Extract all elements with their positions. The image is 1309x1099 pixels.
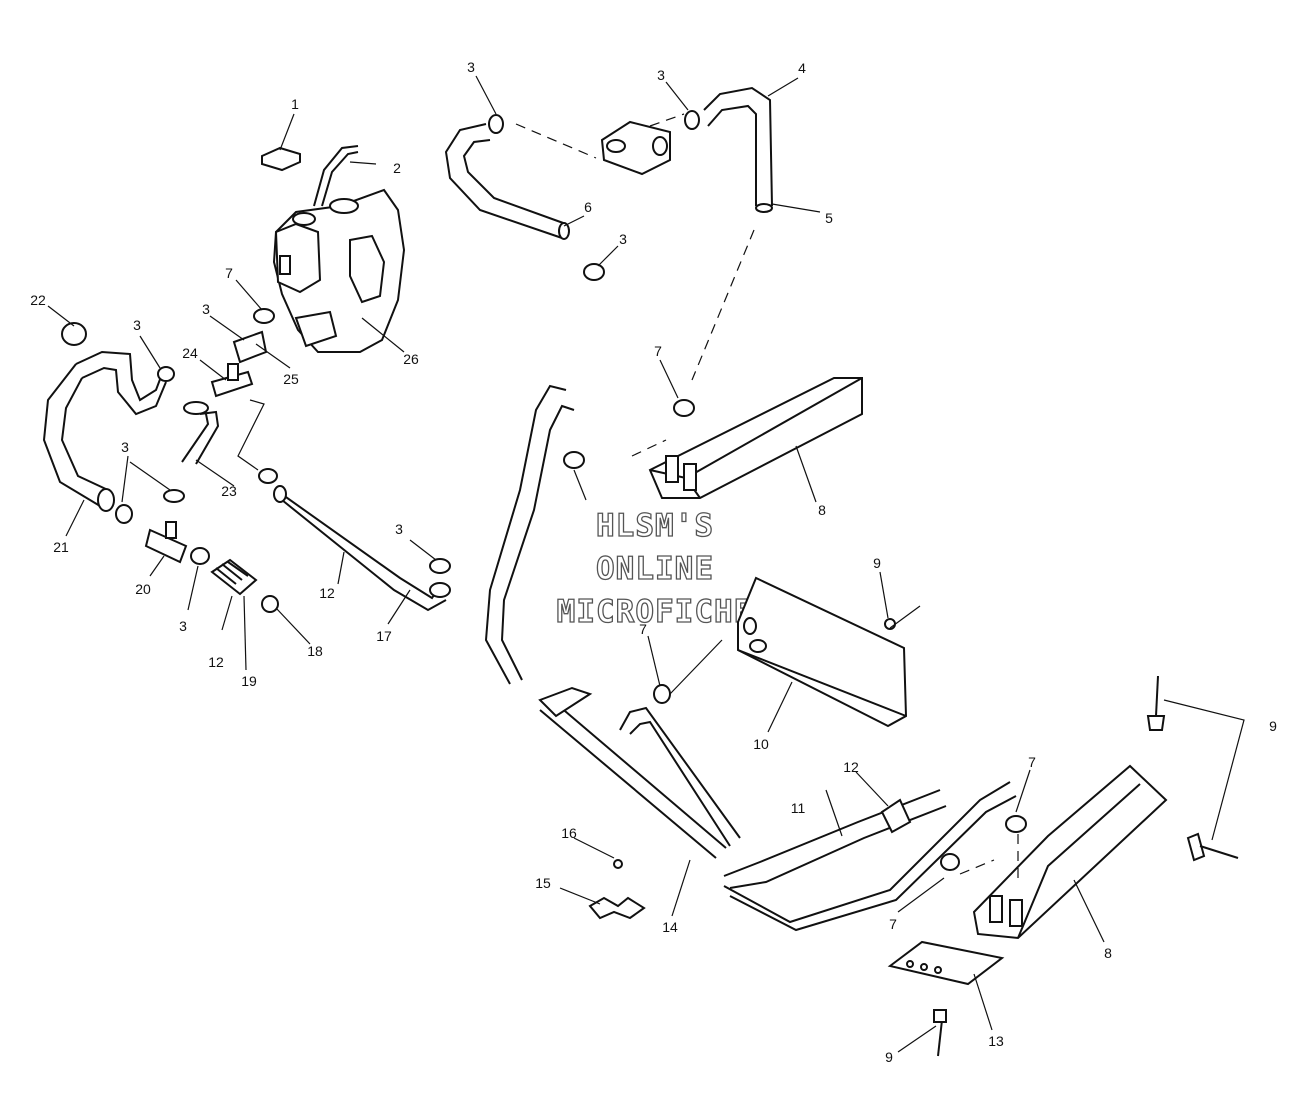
- upper-left-hose: [444, 123, 570, 240]
- callout-4: 4: [798, 60, 806, 76]
- watermark-line-1: HLSM'S: [596, 508, 714, 544]
- watermark-line-2: ONLINE: [596, 551, 714, 587]
- callout-labels: 1 2 3 3 4 5 6 3 7 26 22 3 3 24 25 3 23 2…: [30, 59, 1277, 1065]
- callout-3: 3: [202, 301, 210, 317]
- callout-3: 3: [133, 317, 141, 333]
- watermark-line-3: MICROFICHE: [557, 594, 754, 630]
- callout-3: 3: [395, 521, 403, 537]
- callout-25: 25: [283, 371, 299, 387]
- reservoir-outlet-hose: [181, 401, 220, 465]
- crossover-tube: [538, 686, 727, 859]
- long-coolant-hose: [484, 384, 575, 685]
- callout-7: 7: [225, 265, 233, 281]
- mounting-plate: [887, 940, 1005, 986]
- coolant-reservoir: [272, 188, 406, 353]
- tee-fitting: [210, 363, 254, 398]
- callout-7: 7: [1028, 754, 1036, 770]
- watermark: HLSM'S ONLINE MICROFICHE: [556, 507, 754, 630]
- callout-3: 3: [657, 67, 665, 83]
- callout-9: 9: [873, 555, 881, 571]
- hose-clamp: [429, 558, 451, 574]
- callout-16: 16: [561, 825, 577, 841]
- callout-7: 7: [639, 621, 647, 637]
- leader-lines: [47, 75, 1245, 1053]
- hose-clamp: [653, 684, 671, 704]
- callout-11: 11: [791, 800, 806, 816]
- hose-clamp: [261, 595, 279, 613]
- corrugated-hose: [210, 558, 258, 596]
- connector-fitting: [600, 120, 671, 176]
- callout-3: 3: [179, 618, 187, 634]
- hose-clamp: [157, 366, 175, 382]
- left-large-hose: [42, 350, 167, 512]
- callout-19: 19: [241, 673, 257, 689]
- upper-right-hose: [703, 86, 773, 213]
- lower-hose-rear: [723, 781, 1017, 932]
- callout-7: 7: [889, 916, 897, 932]
- hose-clamp: [488, 114, 504, 134]
- hose-clamp: [673, 399, 695, 417]
- callout-9: 9: [1269, 718, 1277, 734]
- callout-24: 24: [182, 345, 198, 361]
- lower-hose-front: [723, 789, 947, 889]
- vent-hose: [313, 145, 359, 207]
- hose-clamp: [253, 308, 275, 324]
- tee-fitting: [144, 521, 188, 564]
- callout-12: 12: [319, 585, 335, 601]
- tee-fitting: [232, 330, 268, 364]
- heat-exchanger-rear: [972, 764, 1168, 940]
- hose-clamp: [163, 489, 185, 503]
- callout-26: 26: [403, 351, 419, 367]
- hose-clamp: [940, 853, 960, 871]
- screw: [613, 859, 623, 869]
- hose-clamp: [1005, 815, 1027, 833]
- hose-clamp: [563, 451, 585, 469]
- callout-1: 1: [291, 96, 299, 112]
- left-return-hose: [273, 485, 451, 612]
- callout-9: 9: [885, 1049, 893, 1065]
- callout-3: 3: [121, 439, 129, 455]
- rivet: [1186, 832, 1239, 862]
- callout-20: 20: [135, 581, 151, 597]
- callout-12: 12: [843, 759, 859, 775]
- callout-12: 12: [208, 654, 224, 670]
- callout-8: 8: [818, 502, 826, 518]
- rivet: [933, 1009, 947, 1057]
- callout-2: 2: [393, 160, 401, 176]
- heat-exchanger-lower: [737, 576, 908, 728]
- hose-clamp: [190, 547, 210, 565]
- callout-8: 8: [1104, 945, 1112, 961]
- callout-13: 13: [988, 1033, 1004, 1049]
- hose-clamp: [115, 504, 133, 524]
- callout-14: 14: [662, 919, 678, 935]
- callout-23: 23: [221, 483, 237, 499]
- reservoir-cap: [261, 146, 301, 172]
- rivet: [1146, 675, 1166, 731]
- callout-17: 17: [376, 628, 392, 644]
- callout-3: 3: [619, 231, 627, 247]
- hose-clamp: [684, 110, 700, 130]
- hose-clamp: [258, 468, 278, 484]
- callout-15: 15: [535, 875, 551, 891]
- heat-exchanger-upper: [648, 377, 863, 499]
- callout-18: 18: [307, 643, 323, 659]
- callout-22: 22: [30, 292, 46, 308]
- crossover-tube-2: [619, 706, 741, 847]
- callout-21: 21: [53, 539, 69, 555]
- clamp-bracket: [588, 896, 646, 920]
- callout-5: 5: [825, 210, 833, 226]
- callout-10: 10: [753, 736, 769, 752]
- callout-7: 7: [654, 343, 662, 359]
- hose-clamp: [61, 322, 87, 346]
- callout-6: 6: [584, 199, 592, 215]
- hose-clamp: [583, 263, 605, 281]
- callout-3: 3: [467, 59, 475, 75]
